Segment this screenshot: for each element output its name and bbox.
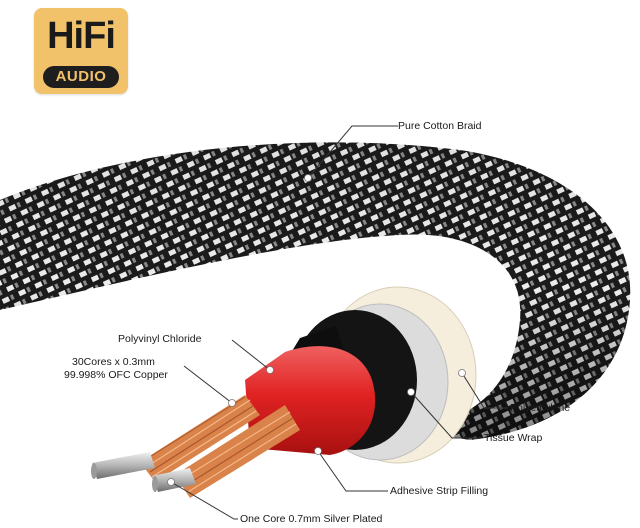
label-pure-cotton-braid: Pure Cotton Braid bbox=[398, 120, 482, 132]
label-copper-line1: 30Cores x 0.3mm bbox=[72, 356, 155, 368]
label-polyvinyl-chloride: Polyvinyl Chloride bbox=[118, 333, 202, 345]
hifi-audio-badge: HiFi AUDIO bbox=[34, 8, 128, 94]
silver-core-2-tip bbox=[152, 476, 158, 492]
braided-cable-shading bbox=[0, 142, 631, 440]
badge-title: HiFi bbox=[47, 15, 116, 57]
label-adhesive-strip: Adhesive Strip Filling bbox=[390, 485, 489, 497]
callout-lines bbox=[170, 125, 508, 520]
copper-strands-2 bbox=[175, 405, 300, 498]
copper-strands-1 bbox=[140, 395, 260, 482]
callout-dots bbox=[167, 174, 466, 486]
silver-core-1 bbox=[92, 452, 155, 479]
label-copper-line2: 99.998% OFC Copper bbox=[64, 369, 168, 381]
label-silver-core: One Core 0.7mm Silver Plated bbox=[240, 513, 383, 525]
label-polyethylene: Polyethylene bbox=[510, 402, 571, 414]
silver-core-1-tip bbox=[91, 463, 97, 479]
badge-subtitle: AUDIO bbox=[43, 66, 119, 88]
label-tissue-wrap: Tissue Wrap bbox=[484, 432, 543, 444]
